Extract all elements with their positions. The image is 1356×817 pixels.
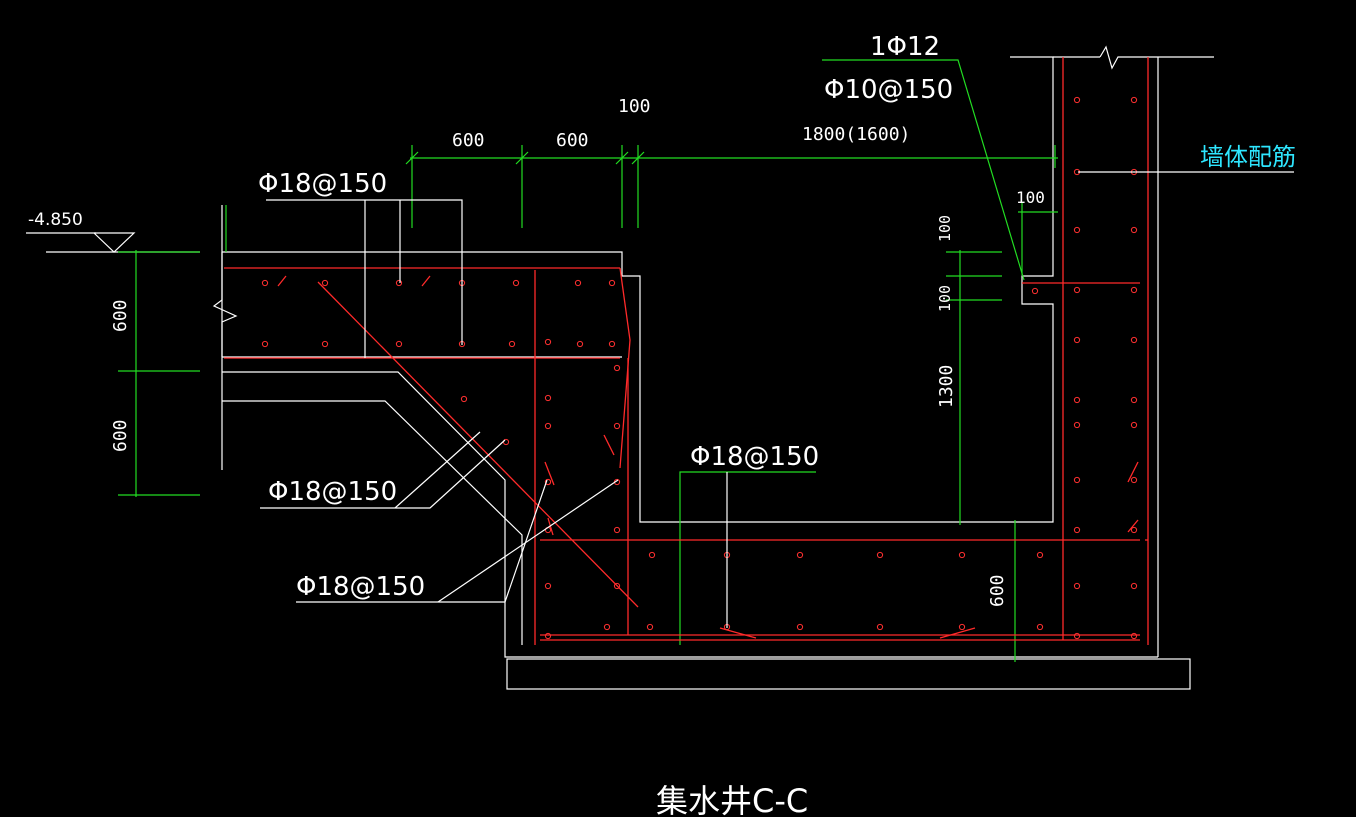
rebar-dot — [1036, 623, 1044, 631]
label-slope-1: Φ18@150 — [268, 477, 397, 507]
rebar-dot — [876, 623, 884, 631]
concrete-outline — [26, 45, 1214, 690]
rebar-dot — [1073, 632, 1081, 640]
rebar-dot — [613, 364, 621, 372]
rebar-dot — [544, 478, 552, 486]
rebar-dot — [261, 340, 269, 348]
rebar-dot — [1073, 96, 1081, 104]
label-top-stirrup: Φ10@150 — [824, 75, 953, 105]
rebar-dot — [576, 340, 584, 348]
dim-100-a: 100 — [618, 96, 651, 117]
rebar-dot — [395, 279, 403, 287]
rebar-dot — [613, 526, 621, 534]
dim-600-b: 600 — [556, 130, 589, 151]
rebar-dot — [1073, 582, 1081, 590]
dim-1800: 1800(1600) — [802, 124, 910, 145]
rebar-dot — [608, 279, 616, 287]
rebar-dot — [958, 623, 966, 631]
dim-600-left-top: 600 — [110, 299, 131, 332]
rebar-dot — [544, 582, 552, 590]
rebar-dot — [321, 340, 329, 348]
rebar-dot — [544, 338, 552, 346]
rebar-dots — [261, 96, 1138, 640]
drawing-title: 集水井C-C — [656, 782, 808, 817]
label-top-bar: 1Φ12 — [870, 32, 940, 62]
rebar-dot — [1130, 336, 1138, 344]
rebar-dot — [1130, 421, 1138, 429]
dim-100-c: 100 — [936, 215, 954, 242]
rebar-dot — [958, 551, 966, 559]
rebar-dot — [613, 582, 621, 590]
rebar-dot — [1073, 336, 1081, 344]
rebar-dot — [1130, 526, 1138, 534]
rebar — [224, 57, 1149, 645]
rebar-dot — [613, 422, 621, 430]
dim-100-d: 100 — [936, 285, 954, 312]
rebar-dot — [608, 340, 616, 348]
rebar-dot — [1130, 476, 1138, 484]
rebar-dot — [1130, 226, 1138, 234]
rebar-dot — [646, 623, 654, 631]
rebar-dot — [1073, 526, 1081, 534]
label-slab-upper: Φ18@150 — [258, 169, 387, 199]
rebar-dot — [321, 279, 329, 287]
dim-1300: 1300 — [936, 365, 957, 408]
rebar-dot — [1073, 286, 1081, 294]
rebar-dot — [796, 551, 804, 559]
leader-lines — [260, 171, 1294, 628]
rebar-dot — [1130, 396, 1138, 404]
dim-600-bottom: 600 — [987, 574, 1008, 607]
dim-600-left-bot: 600 — [110, 419, 131, 452]
label-slope-2: Φ18@150 — [296, 572, 425, 602]
rebar-dot — [1073, 421, 1081, 429]
rebar-dot — [544, 394, 552, 402]
wall-reinforcement-note: 墙体配筋 — [1200, 143, 1296, 171]
rebar-dot — [603, 623, 611, 631]
drawing-text: 1Φ12 Φ10@150 Φ18@150 Φ18@150 Φ18@150 Φ18… — [28, 32, 1296, 817]
rebar-dot — [648, 551, 656, 559]
label-pit-bottom: Φ18@150 — [690, 442, 819, 472]
rebar-dot — [1073, 476, 1081, 484]
rebar-dot — [544, 422, 552, 430]
dim-600-a: 600 — [452, 130, 485, 151]
rebar-dot — [261, 279, 269, 287]
rebar-dot — [1130, 582, 1138, 590]
rebar-dot — [796, 623, 804, 631]
rebar-dot — [512, 279, 520, 287]
rebar-dot — [460, 395, 468, 403]
rebar-dot — [1073, 396, 1081, 404]
rebar-dot — [1036, 551, 1044, 559]
rebar-dot — [544, 632, 552, 640]
dim-100-b: 100 — [1016, 188, 1045, 207]
dimension-lines — [118, 59, 1058, 662]
rebar-dot — [395, 340, 403, 348]
rebar-dot — [1073, 226, 1081, 234]
rebar-dot — [574, 279, 582, 287]
elevation-label: -4.850 — [28, 210, 83, 230]
rebar-dot — [876, 551, 884, 559]
rebar-dot — [1130, 632, 1138, 640]
rebar-dot — [1130, 96, 1138, 104]
rebar-dot — [1130, 286, 1138, 294]
rebar-dot — [1031, 287, 1039, 295]
rebar-dot — [508, 340, 516, 348]
